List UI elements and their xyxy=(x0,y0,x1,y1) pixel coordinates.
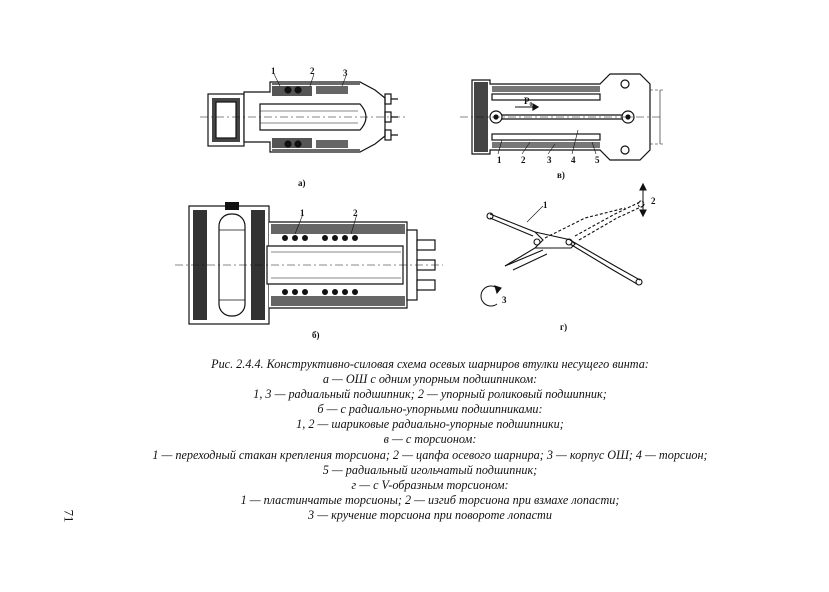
figure-v-callout-3: 3 xyxy=(547,155,552,165)
figure-v-callout-1: 1 xyxy=(497,155,502,165)
figure-b-label: б) xyxy=(312,330,320,340)
figure-a-callout-3: 3 xyxy=(343,68,348,78)
figure-caption: Рис. 2.4.4. Конструктивно-силовая схема … xyxy=(40,357,820,523)
caption-line: 1, 3 — радиальный подшипник; 2 — упорный… xyxy=(253,387,607,402)
page-number: 71 xyxy=(61,509,77,523)
figure-a-drawing xyxy=(200,73,405,153)
figure-g-label: г) xyxy=(560,322,568,332)
caption-line: 1 — пластинчатые торсионы; 2 — изгиб тор… xyxy=(240,492,620,507)
figure-a-callout-1: 1 xyxy=(271,66,276,76)
caption-line: 1 — переходный стакан крепления торсиона… xyxy=(152,447,708,462)
figure-v-callout-4: 4 xyxy=(571,155,576,165)
figure-b-drawing xyxy=(175,202,443,325)
caption-line: 5 — радиальный игольчатый подшипник; xyxy=(322,462,538,477)
figure-v-drawing xyxy=(460,73,665,161)
caption-line: 3 — кручение торсиона при повороте лопас… xyxy=(308,507,552,522)
figure-b-callout-2: 2 xyxy=(353,208,358,218)
figure-v-label: в) xyxy=(557,170,565,180)
figure-v-callout-5: 5 xyxy=(595,155,600,165)
figure-v-force-label: P₀ xyxy=(524,96,533,106)
figure-g-callout-1: 1 xyxy=(543,200,548,210)
caption-line: б — с радиально-упорными подшипниками: xyxy=(317,402,543,417)
figure-b-callout-1: 1 xyxy=(300,208,305,218)
figure-g-callout-3: 3 xyxy=(502,295,507,305)
caption-line: 1, 2 — шариковые радиально-упорные подши… xyxy=(296,417,564,432)
caption-line: г — с V-образным торсионом: xyxy=(351,477,509,492)
figure-a-callout-2: 2 xyxy=(310,66,315,76)
caption-title: Рис. 2.4.4. Конструктивно-силовая схема … xyxy=(211,357,649,371)
figure-a-label: а) xyxy=(298,178,306,188)
figure-g-callout-2: 2 xyxy=(651,196,656,206)
figure-g-drawing xyxy=(480,182,647,307)
figure-v-callout-2: 2 xyxy=(521,155,526,165)
caption-line: в — с торсионом: xyxy=(383,432,477,447)
caption-line: а — ОШ с одним упорным подшипником: xyxy=(322,372,538,387)
